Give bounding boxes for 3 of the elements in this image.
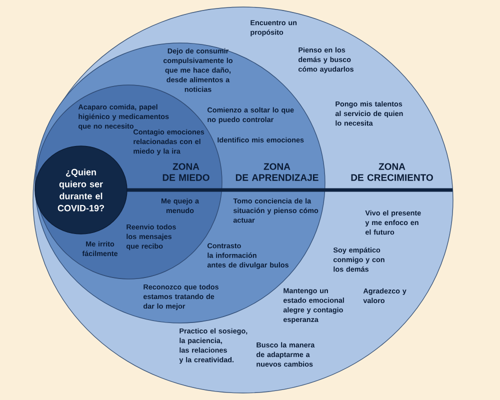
zone-heading: ZONA DE APRENDIZAJE [236, 163, 318, 181]
zone-heading: ZONA DE MIEDO [162, 163, 210, 181]
zone-heading: ZONA DE CRECIMIENTO [351, 163, 433, 181]
